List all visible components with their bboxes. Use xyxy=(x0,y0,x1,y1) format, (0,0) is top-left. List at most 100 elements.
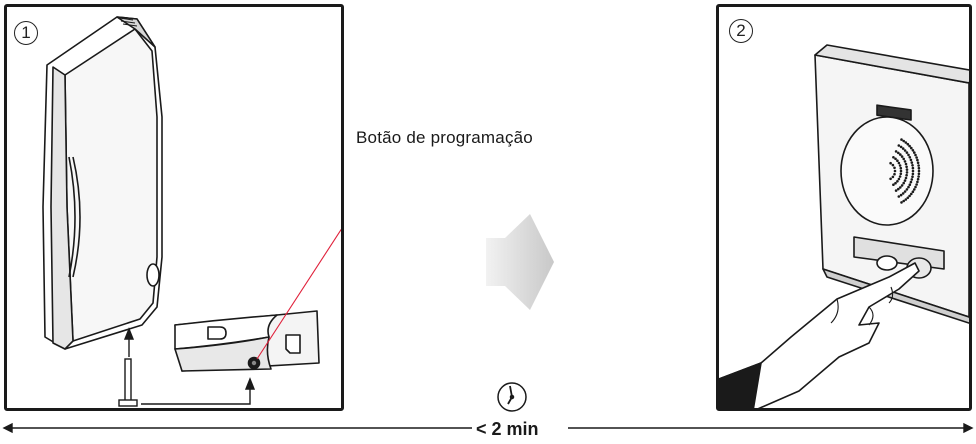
speaker-hole xyxy=(899,169,903,173)
speaker-hole xyxy=(889,161,892,165)
speaker-hole xyxy=(897,195,901,198)
speaker-hole xyxy=(893,172,896,176)
speaker-hole xyxy=(910,192,913,196)
speaker-hole xyxy=(904,198,908,201)
pointing-hand-icon xyxy=(719,262,920,408)
speaker-hole xyxy=(908,183,912,186)
speaker-hole xyxy=(898,164,902,167)
speaker-hole xyxy=(902,139,905,143)
connector-pin-icon xyxy=(118,358,138,407)
speaker-hole xyxy=(916,180,919,184)
speaker-hole xyxy=(913,188,916,191)
duration-label: < 2 min xyxy=(476,419,539,439)
speaker-hole xyxy=(911,175,914,178)
step-2-illustration xyxy=(719,44,969,408)
speaker-hole xyxy=(897,151,900,155)
speaker-hole xyxy=(914,153,917,157)
speaker-hole xyxy=(906,196,910,200)
mount-arrow-icon xyxy=(123,327,135,357)
speaker-hole xyxy=(906,142,910,146)
speaker-hole xyxy=(904,141,908,144)
speaker-hole xyxy=(900,155,904,158)
clock-icon xyxy=(497,382,527,412)
step-1-panel: 1 xyxy=(4,4,344,411)
speaker-hole xyxy=(916,158,919,162)
speaker-hole xyxy=(899,193,903,197)
speaker-hole xyxy=(894,157,897,161)
speaker-hole xyxy=(900,184,904,187)
speaker-hole xyxy=(899,186,902,189)
intercom-handset-icon xyxy=(42,16,163,350)
speaker-hole xyxy=(904,176,908,180)
speaker-hole xyxy=(911,164,914,167)
speaker-hole xyxy=(899,145,903,149)
speaker-hole xyxy=(914,185,917,189)
door-panel-icon xyxy=(814,44,969,324)
speaker-hole xyxy=(913,151,916,154)
speaker-hole xyxy=(917,164,920,167)
speaker-hole xyxy=(902,157,905,161)
speaker-hole xyxy=(905,173,908,177)
speaker-hole xyxy=(897,187,900,191)
speaker-hole xyxy=(917,175,920,178)
speaker-hole xyxy=(907,153,910,157)
speaker-hole xyxy=(911,149,915,152)
speaker-hole xyxy=(903,160,907,163)
speaker-hole xyxy=(896,180,899,183)
speaker-hole xyxy=(907,185,910,189)
speaker-hole xyxy=(908,194,911,198)
speaker-hole xyxy=(910,146,913,150)
step-1-illustration xyxy=(42,16,341,407)
speaker-hole xyxy=(897,161,901,165)
speaker-hole xyxy=(902,181,905,185)
speaker-hole xyxy=(911,190,915,193)
speaker-hole xyxy=(905,188,909,191)
speaker-hole xyxy=(908,156,912,159)
speaker-hole xyxy=(905,168,909,171)
speaker-hole xyxy=(897,177,901,181)
speaker-hole xyxy=(917,166,921,170)
speaker-hole xyxy=(915,156,918,159)
speaker-hole xyxy=(909,158,913,162)
next-step-arrow-icon xyxy=(486,214,554,310)
speaker-hole xyxy=(898,175,902,178)
speaker-hole xyxy=(902,199,905,203)
speaker-hole xyxy=(917,169,921,173)
speaker-hole xyxy=(916,161,920,165)
speaker-hole xyxy=(899,153,902,156)
step-1-number: 1 xyxy=(14,21,38,45)
speaker-hole xyxy=(908,144,911,148)
speaker-grille xyxy=(889,138,921,204)
speaker-hole xyxy=(910,161,914,164)
speaker-hole xyxy=(901,192,905,195)
speaker-hole xyxy=(905,171,909,174)
speaker-hole xyxy=(900,138,903,141)
speaker-hole xyxy=(891,163,895,167)
speaker-hole xyxy=(892,156,895,159)
speaker-hole xyxy=(893,169,897,173)
speaker-hole xyxy=(904,162,908,166)
speaker-hole xyxy=(909,180,913,184)
speaker-hole xyxy=(899,172,903,176)
speaker-hole xyxy=(894,189,898,192)
wall-base-icon xyxy=(174,310,320,372)
step-2-number: 2 xyxy=(729,19,753,43)
speaker-hole xyxy=(911,169,915,173)
speaker-hole xyxy=(897,144,901,147)
speaker-hole xyxy=(911,172,915,176)
speaker-hole xyxy=(911,166,915,170)
callout-line xyxy=(256,228,341,360)
speaker-hole xyxy=(905,151,909,154)
speaker-hole xyxy=(917,172,921,176)
speaker-hole xyxy=(893,166,896,170)
speaker-hole xyxy=(899,166,903,170)
speaker-hole xyxy=(894,181,897,185)
step-2-panel: 2 xyxy=(716,4,972,411)
speaker-hole xyxy=(916,177,920,181)
speaker-hole xyxy=(892,183,895,186)
speaker-hole xyxy=(903,190,907,193)
speaker-hole xyxy=(900,201,903,204)
speaker-hole xyxy=(896,159,899,162)
speaker-hole xyxy=(903,179,907,182)
speaker-hole xyxy=(915,183,918,186)
